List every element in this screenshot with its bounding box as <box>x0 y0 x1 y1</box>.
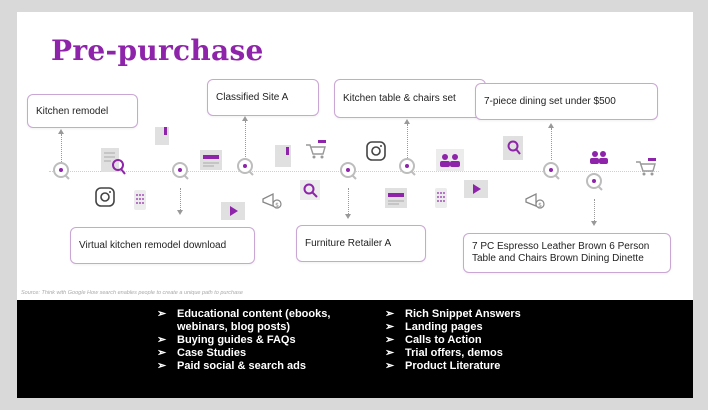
list-item-text: Product Literature <box>405 360 501 372</box>
arrow-down <box>594 199 596 221</box>
list-item-text: Paid social & search ads <box>177 360 307 372</box>
list-item-text: webinars, blog posts) <box>177 321 291 333</box>
phone-icon <box>435 188 447 208</box>
people-icon <box>436 149 464 171</box>
callout-kitchen-remodel: Kitchen remodel <box>27 94 138 128</box>
cart-icon <box>636 158 656 176</box>
callout-label: 7 PC Espresso Leather Brown 6 Person Tab… <box>472 241 650 264</box>
list-right: ➢ Rich Snippet Answers ➢ Landing pages ➢ Ca… <box>385 308 585 373</box>
search-marker-icon <box>586 173 603 191</box>
search-document-icon <box>101 148 126 175</box>
arrowhead-up <box>404 119 410 124</box>
callout-espresso-set: 7 PC Espresso Leather Brown 6 Person Tab… <box>463 233 671 273</box>
callout-classified-site: Classified Site A <box>207 79 319 116</box>
bullet-arrow-icon: ➢ <box>385 308 395 320</box>
list-item-continuation: webinars, blog posts) <box>157 321 357 334</box>
browser-icon <box>385 188 407 208</box>
arrow-up <box>551 128 553 160</box>
document-icon <box>275 145 291 167</box>
instagram-icon <box>95 187 115 207</box>
list-item: ➢ Buying guides & FAQs <box>157 334 357 347</box>
arrow-up <box>61 134 63 162</box>
megaphone-icon: $ <box>262 192 282 209</box>
arrowhead-down <box>177 210 183 215</box>
arrowhead-down <box>345 214 351 219</box>
arrowhead-up <box>58 129 64 134</box>
arrow-up <box>407 124 409 162</box>
bullet-arrow-icon: ➢ <box>157 308 167 320</box>
search-icon <box>300 180 320 200</box>
search-marker-icon <box>340 162 357 180</box>
bullet-arrow-icon: ➢ <box>385 360 395 372</box>
bullet-arrow-icon: ➢ <box>157 347 167 359</box>
bullet-arrow-icon: ➢ <box>385 321 395 333</box>
arrowhead-down <box>591 221 597 226</box>
list-item-text: Calls to Action <box>405 334 482 346</box>
callout-label: Kitchen table & chairs set <box>343 93 456 104</box>
callout-label: Classified Site A <box>216 92 289 103</box>
instagram-icon <box>366 141 386 161</box>
list-item-text: Buying guides & FAQs <box>177 334 296 346</box>
video-icon <box>221 202 245 220</box>
list-item: ➢ Case Studies <box>157 347 357 360</box>
callout-table-chairs: Kitchen table & chairs set <box>334 79 486 118</box>
list-item: ➢ Calls to Action <box>385 334 585 347</box>
list-left: ➢ Educational content (ebooks, webinars, … <box>157 308 357 373</box>
callout-virtual-download: Virtual kitchen remodel download <box>70 227 255 264</box>
slide: Pre-purchase Kitchen remodel Classified … <box>17 12 693 398</box>
callout-label: 7-piece dining set under $500 <box>484 96 616 107</box>
video-icon <box>464 180 488 198</box>
cart-icon <box>306 140 326 159</box>
search-marker-icon <box>399 158 416 176</box>
bullet-arrow-icon: ➢ <box>385 347 395 359</box>
list-item: ➢ Rich Snippet Answers <box>385 308 585 321</box>
arrow-down <box>348 188 350 214</box>
list-item: ➢ Paid social & search ads <box>157 360 357 373</box>
search-document-icon <box>503 136 523 160</box>
page-title: Pre-purchase <box>51 34 264 67</box>
svg-text:$: $ <box>538 202 542 209</box>
search-marker-icon <box>543 162 560 180</box>
phone-icon <box>134 190 146 210</box>
source-note: Source: Think with Google How search ena… <box>21 290 243 296</box>
list-item-text: Case Studies <box>177 347 247 359</box>
list-item: ➢ Product Literature <box>385 360 585 373</box>
list-item-text: Rich Snippet Answers <box>405 308 521 320</box>
list-item: ➢ Trial offers, demos <box>385 347 585 360</box>
list-item: ➢ Educational content (ebooks, <box>157 308 357 321</box>
people-icon <box>590 151 608 164</box>
bullet-arrow-icon: ➢ <box>385 334 395 346</box>
callout-label: Virtual kitchen remodel download <box>79 240 227 251</box>
search-marker-icon <box>237 158 254 176</box>
arrowhead-up <box>242 116 248 121</box>
browser-icon <box>200 150 222 170</box>
callout-label: Kitchen remodel <box>36 105 109 117</box>
document-icon <box>155 127 169 145</box>
callout-furniture-retailer: Furniture Retailer A <box>296 225 426 262</box>
callout-label: Furniture Retailer A <box>305 238 392 249</box>
search-marker-icon <box>172 162 189 180</box>
list-item-text: Landing pages <box>405 321 483 333</box>
arrowhead-up <box>548 123 554 128</box>
svg-text:$: $ <box>275 202 279 209</box>
search-marker-icon <box>53 162 70 180</box>
arrow-up <box>245 121 247 159</box>
bottom-band: ➢ Educational content (ebooks, webinars, … <box>17 300 693 398</box>
list-item: ➢ Landing pages <box>385 321 585 334</box>
bullet-arrow-icon: ➢ <box>157 334 167 346</box>
list-item-text: Trial offers, demos <box>405 347 503 359</box>
megaphone-icon: $ <box>525 192 545 209</box>
bullet-arrow-icon: ➢ <box>157 360 167 372</box>
list-item-text: Educational content (ebooks, <box>177 308 331 320</box>
callout-dining-set: 7-piece dining set under $500 <box>475 83 658 120</box>
arrow-down <box>180 188 182 210</box>
